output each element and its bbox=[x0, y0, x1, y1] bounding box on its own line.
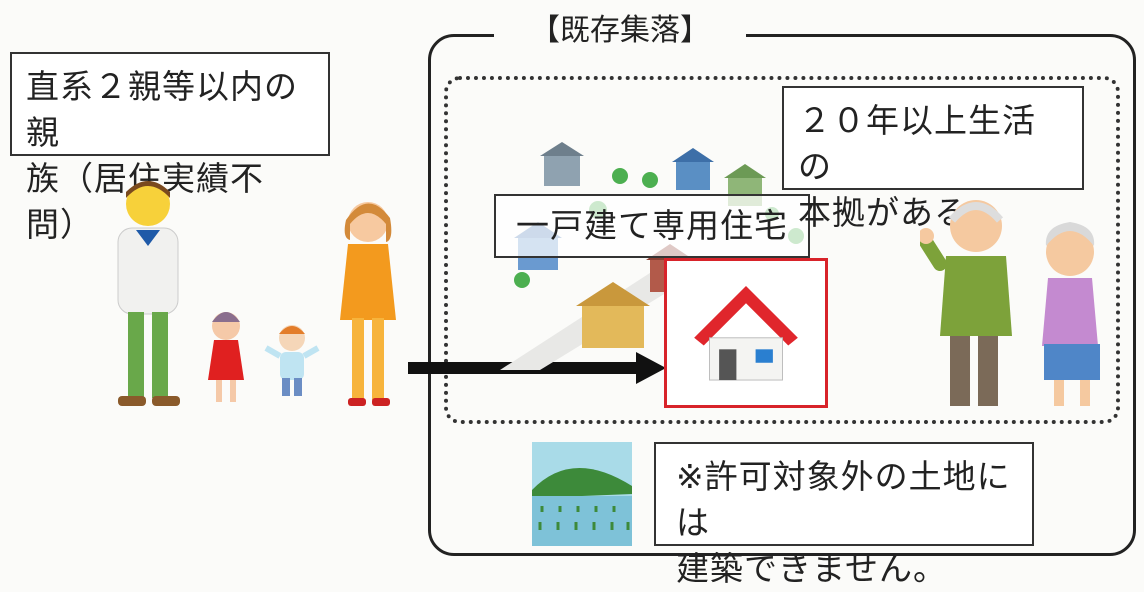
twenty-years-condition-box: ２０年以上生活の 本拠がある bbox=[782, 86, 1084, 232]
restriction-note-box: ※許可対象外の土地には 建築できません。 bbox=[654, 442, 1034, 588]
family-illustration bbox=[117, 181, 396, 406]
rice-field-icon bbox=[532, 442, 632, 546]
detached-house-label: 一戸建て専用住宅 bbox=[494, 194, 810, 258]
house-icon bbox=[694, 285, 798, 381]
mother-figure bbox=[340, 202, 396, 406]
boy-figure bbox=[264, 325, 320, 396]
grandmother-figure bbox=[1042, 222, 1100, 406]
girl-figure bbox=[208, 312, 244, 402]
settlement-frame bbox=[428, 34, 1136, 556]
father-figure bbox=[117, 181, 180, 406]
village-zone-dotted bbox=[444, 76, 1120, 424]
target-house-frame bbox=[664, 258, 828, 408]
grandfather-figure bbox=[920, 200, 1012, 406]
elderly-couple-illustration bbox=[920, 200, 1100, 406]
relatives-condition-box: 直系２親等以内の親 族（居住実績不問） bbox=[10, 52, 330, 244]
settlement-title: 【既存集落】 bbox=[494, 8, 746, 54]
